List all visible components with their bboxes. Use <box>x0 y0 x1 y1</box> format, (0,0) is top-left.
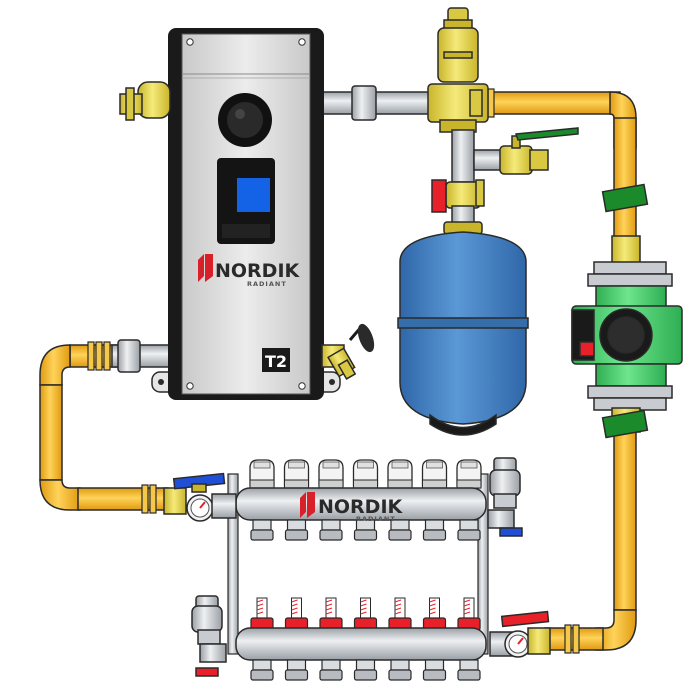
flow-meter <box>388 597 412 631</box>
manifold-supply-inlet <box>163 472 237 522</box>
flow-meter <box>457 597 481 631</box>
t2-badge: T2 <box>262 348 290 372</box>
tank-isolation-valve <box>431 179 485 227</box>
flow-meter <box>250 597 274 631</box>
manifold-bottom-air-vent <box>191 595 227 677</box>
supply-loop-outlets <box>250 519 481 541</box>
fill-valve-green-handle <box>514 127 579 141</box>
red-valve-handle-icon <box>431 179 447 213</box>
pump-indicator-red <box>579 341 595 357</box>
return-outlet <box>422 659 447 681</box>
boiler-brand-text: NORDIK <box>215 260 301 282</box>
return-outlet <box>353 659 378 681</box>
air-separator <box>427 7 489 133</box>
return-valve-red-handle <box>500 610 550 628</box>
fill-ball-valve <box>499 127 579 175</box>
manifold-brand-text: NORDIK <box>318 496 404 518</box>
electric-boiler: NORDIK RADIANT T2 <box>111 28 439 400</box>
actuator-cap <box>421 459 448 489</box>
pump-lower-valve-handle <box>601 409 649 439</box>
actuator-cap <box>387 459 413 489</box>
flow-meter <box>353 597 378 631</box>
boiler-drain-valve <box>321 323 375 380</box>
supply-outlet <box>422 519 447 541</box>
expansion-tank <box>397 221 529 436</box>
supply-outlet <box>319 519 343 541</box>
manifold-return-outlet <box>489 610 551 658</box>
supply-outlet <box>284 519 309 541</box>
radiant-manifold: NORDIK RADIANT <box>163 457 551 681</box>
return-loop-outlets <box>250 659 481 681</box>
return-outlet <box>319 659 343 681</box>
actuator-cap <box>249 459 275 489</box>
manifold-brand-subtext: RADIANT <box>356 515 396 523</box>
boiler-display-screen <box>237 178 270 212</box>
manifold-actuators <box>249 459 482 489</box>
manifold-logo: NORDIK RADIANT <box>300 492 404 523</box>
flow-meter <box>422 597 447 631</box>
boiler-logo: NORDIK RADIANT <box>198 254 301 288</box>
flow-meter <box>284 597 309 631</box>
supply-outlet <box>250 519 274 541</box>
supply-outlet <box>457 519 481 541</box>
actuator-cap <box>318 459 344 489</box>
return-header-bar <box>235 627 487 661</box>
boiler-side-fitting-left <box>119 81 171 121</box>
return-outlet <box>250 659 274 681</box>
actuator-cap <box>456 459 482 489</box>
flow-meter <box>319 597 343 631</box>
boiler-brand-subtext: RADIANT <box>247 280 287 288</box>
return-outlet <box>457 659 481 681</box>
return-outlet <box>284 659 309 681</box>
pump-upper-valve-handle <box>601 183 649 213</box>
actuator-cap <box>283 459 310 489</box>
return-outlet <box>388 659 412 681</box>
actuator-cap <box>352 459 379 489</box>
t2-badge-text: T2 <box>265 352 287 371</box>
manifold-top-air-vent <box>487 457 523 537</box>
supply-outlet <box>353 519 378 541</box>
circulator-pump <box>571 183 683 439</box>
supply-outlet <box>388 519 412 541</box>
flow-meters <box>250 597 481 631</box>
